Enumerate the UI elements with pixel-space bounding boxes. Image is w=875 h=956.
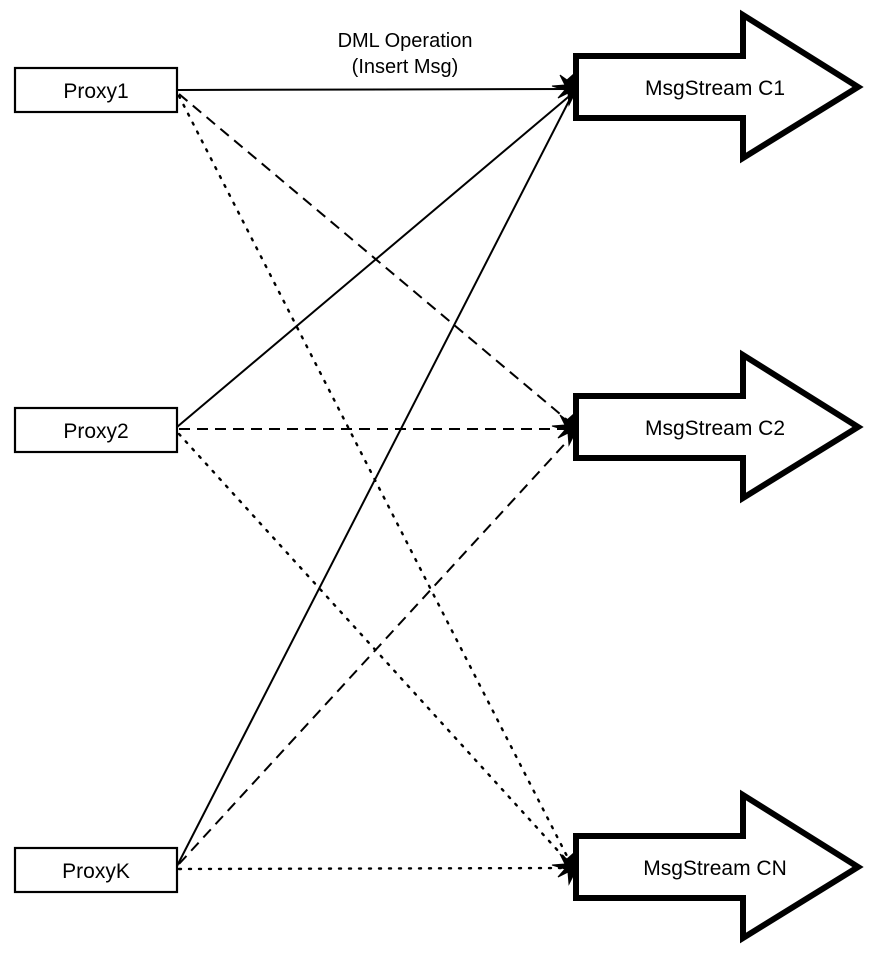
streams-layer: MsgStream C1 MsgStream C2 MsgStream CN (573, 9, 864, 944)
stream-c2: MsgStream C2 (573, 349, 864, 504)
node-proxyK[interactable]: ProxyK (13, 846, 179, 894)
stream-c1-label: MsgStream C1 (645, 77, 785, 100)
node-proxy2-box[interactable] (13, 406, 179, 454)
stream-c1-shape (573, 9, 864, 164)
edge-label-group: DML Operation (Insert Msg) (338, 30, 473, 78)
stream-c2-label: MsgStream C2 (645, 417, 785, 440)
stream-cn-label: MsgStream CN (643, 857, 787, 880)
stream-c1: MsgStream C1 (573, 9, 864, 164)
arrowheads-layer (551, 70, 577, 886)
node-proxy1-box[interactable] (13, 66, 179, 114)
link-p2-c1 (176, 92, 574, 428)
node-proxy1[interactable]: Proxy1 (13, 66, 179, 114)
node-proxy1-label: Proxy1 (63, 80, 128, 103)
node-proxyK-box[interactable] (13, 846, 179, 894)
link-pk-cn (177, 866, 576, 871)
stream-c2-shape (573, 349, 864, 504)
node-proxy2-label: Proxy2 (63, 420, 128, 443)
edge-label-line1: DML Operation (338, 30, 473, 52)
stream-cn-shape (573, 789, 864, 944)
link-pk-c2 (178, 435, 573, 865)
link-pk-c1 (176, 94, 573, 867)
node-proxy2[interactable]: Proxy2 (13, 406, 179, 454)
node-proxyK-label: ProxyK (62, 860, 130, 883)
link-p1-c1 (176, 88, 575, 91)
stream-cn: MsgStream CN (573, 789, 864, 944)
arrowhead-head-c2 (551, 410, 577, 447)
links-layer (176, 88, 576, 871)
link-p2-cn (177, 432, 572, 866)
edge-label-line2: (Insert Msg) (352, 56, 459, 78)
